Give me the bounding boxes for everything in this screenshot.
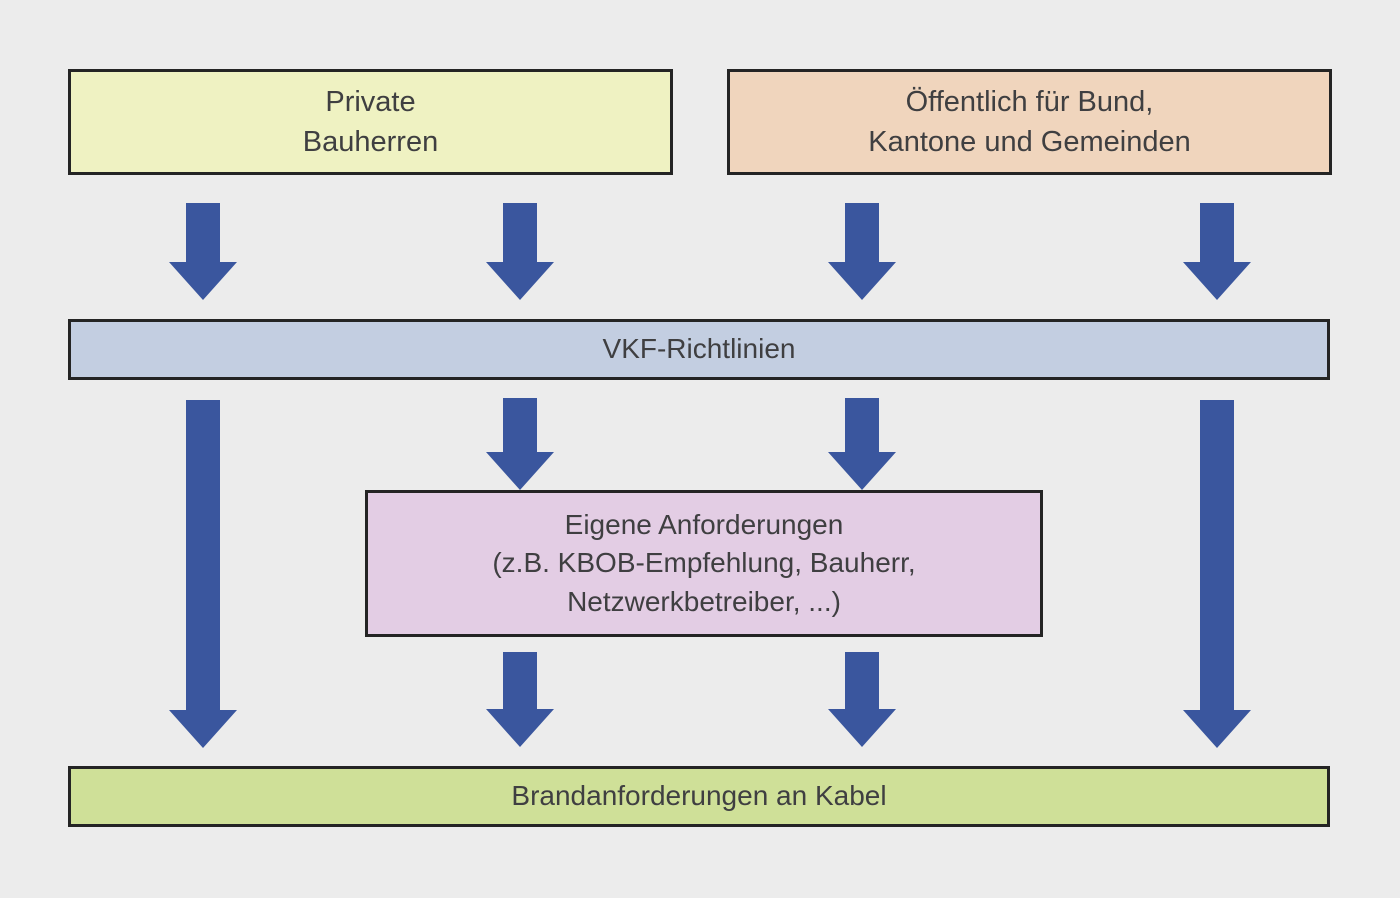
arrow-private-to-vkf-right <box>486 203 554 300</box>
arrow-vkf-to-eigene-left <box>486 398 554 490</box>
arrow-private-to-vkf-left <box>169 203 237 300</box>
bar-vkf-richtlinien: VKF-Richtlinien <box>68 319 1330 380</box>
arrow-eigene-to-brand-right <box>828 652 896 747</box>
arrow-vkf-to-brand-outer-left <box>169 400 237 748</box>
box-private-bauherren: Private Bauherren <box>68 69 673 175</box>
bar-brandanforderungen-an-kabel: Brandanforderungen an Kabel <box>68 766 1330 827</box>
arrow-public-to-vkf-right <box>1183 203 1251 300</box>
arrow-vkf-to-brand-outer-right <box>1183 400 1251 748</box>
arrow-public-to-vkf-left <box>828 203 896 300</box>
box-oeffentlich-bund-kantone-gemeinden: Öffentlich für Bund, Kantone und Gemeind… <box>727 69 1332 175</box>
arrow-eigene-to-brand-left <box>486 652 554 747</box>
arrow-vkf-to-eigene-right <box>828 398 896 490</box>
box-eigene-anforderungen: Eigene Anforderungen (z.B. KBOB-Empfehlu… <box>365 490 1043 637</box>
